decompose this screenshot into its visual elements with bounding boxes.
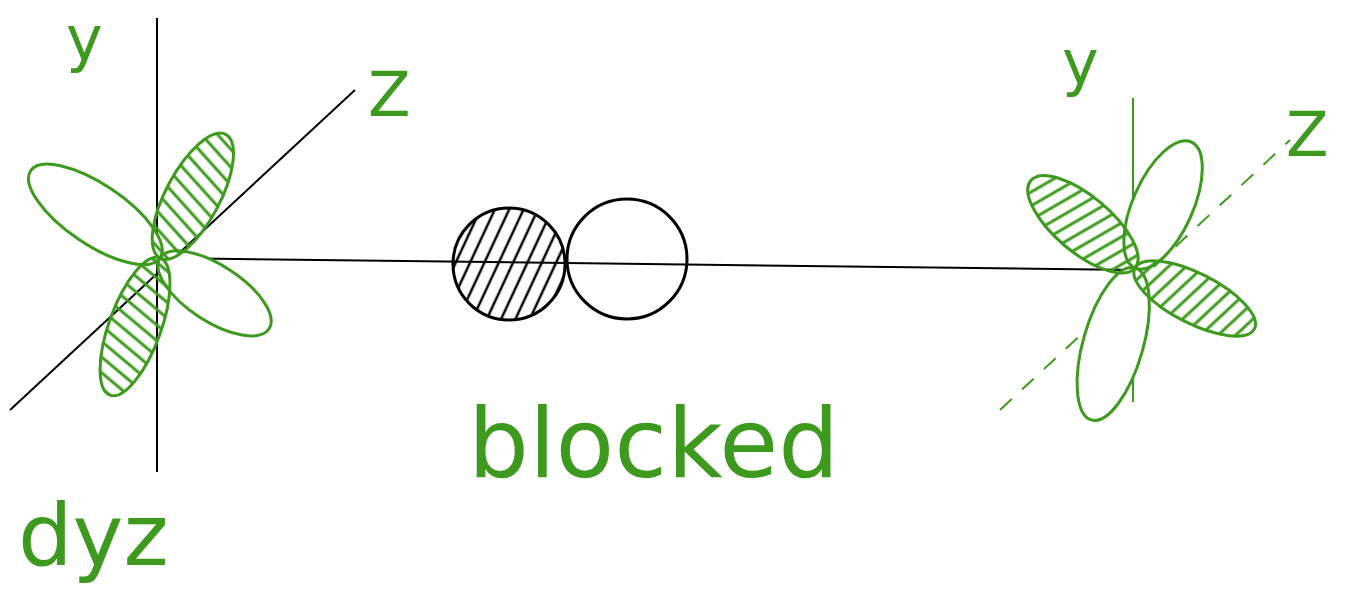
axis-label: y <box>66 8 103 70</box>
d-orbital <box>1013 130 1266 428</box>
orbital-label: dyz <box>18 492 169 578</box>
axis-label: y <box>1062 32 1099 94</box>
p-orbital <box>453 199 687 320</box>
axis-label: Z <box>368 64 410 126</box>
d-orbital <box>14 122 284 404</box>
axis-label: Z <box>1286 104 1328 166</box>
z-axis <box>10 90 355 410</box>
note-label: blocked <box>468 396 839 492</box>
bond-axis <box>160 258 1135 270</box>
